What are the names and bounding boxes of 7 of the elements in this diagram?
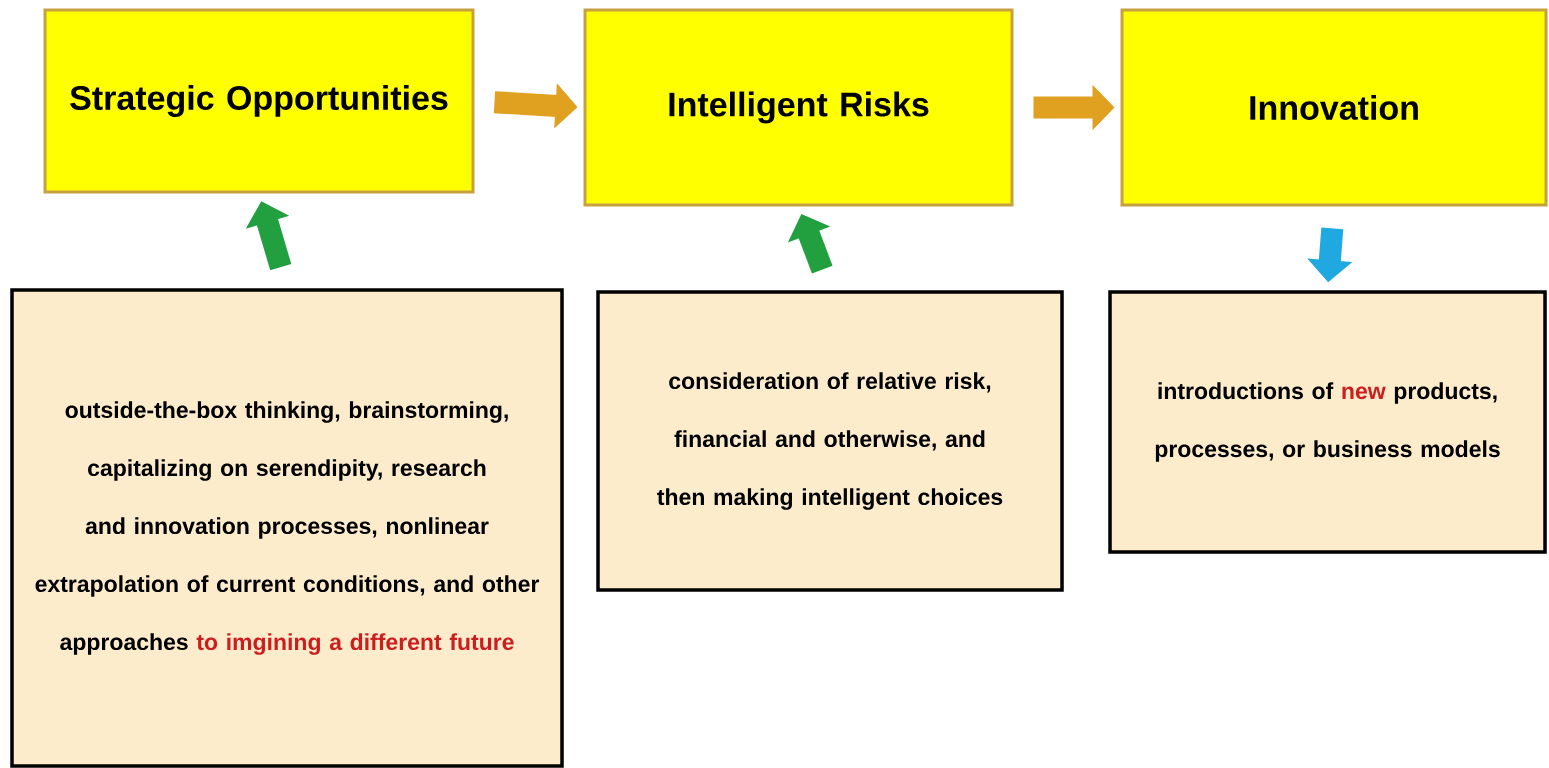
text-box: introductions of new products, processes, or business models: [1108, 290, 1547, 554]
title-box: Strategic Opportunities: [43, 8, 475, 194]
block-arrow: [787, 214, 833, 274]
text-box: outside-the-box thinking, brainstorming, capitalizing on serendipity, research and innovation processes, nonlinear extrapolation of current conditions, and other approaches to imgining a different future: [10, 288, 564, 768]
text-box: consideration of relative risk, financial and otherwise, and then making intelligent choices: [596, 290, 1064, 592]
title-box: Intelligent Risks: [583, 8, 1014, 207]
title-box: Innovation: [1120, 8, 1548, 207]
